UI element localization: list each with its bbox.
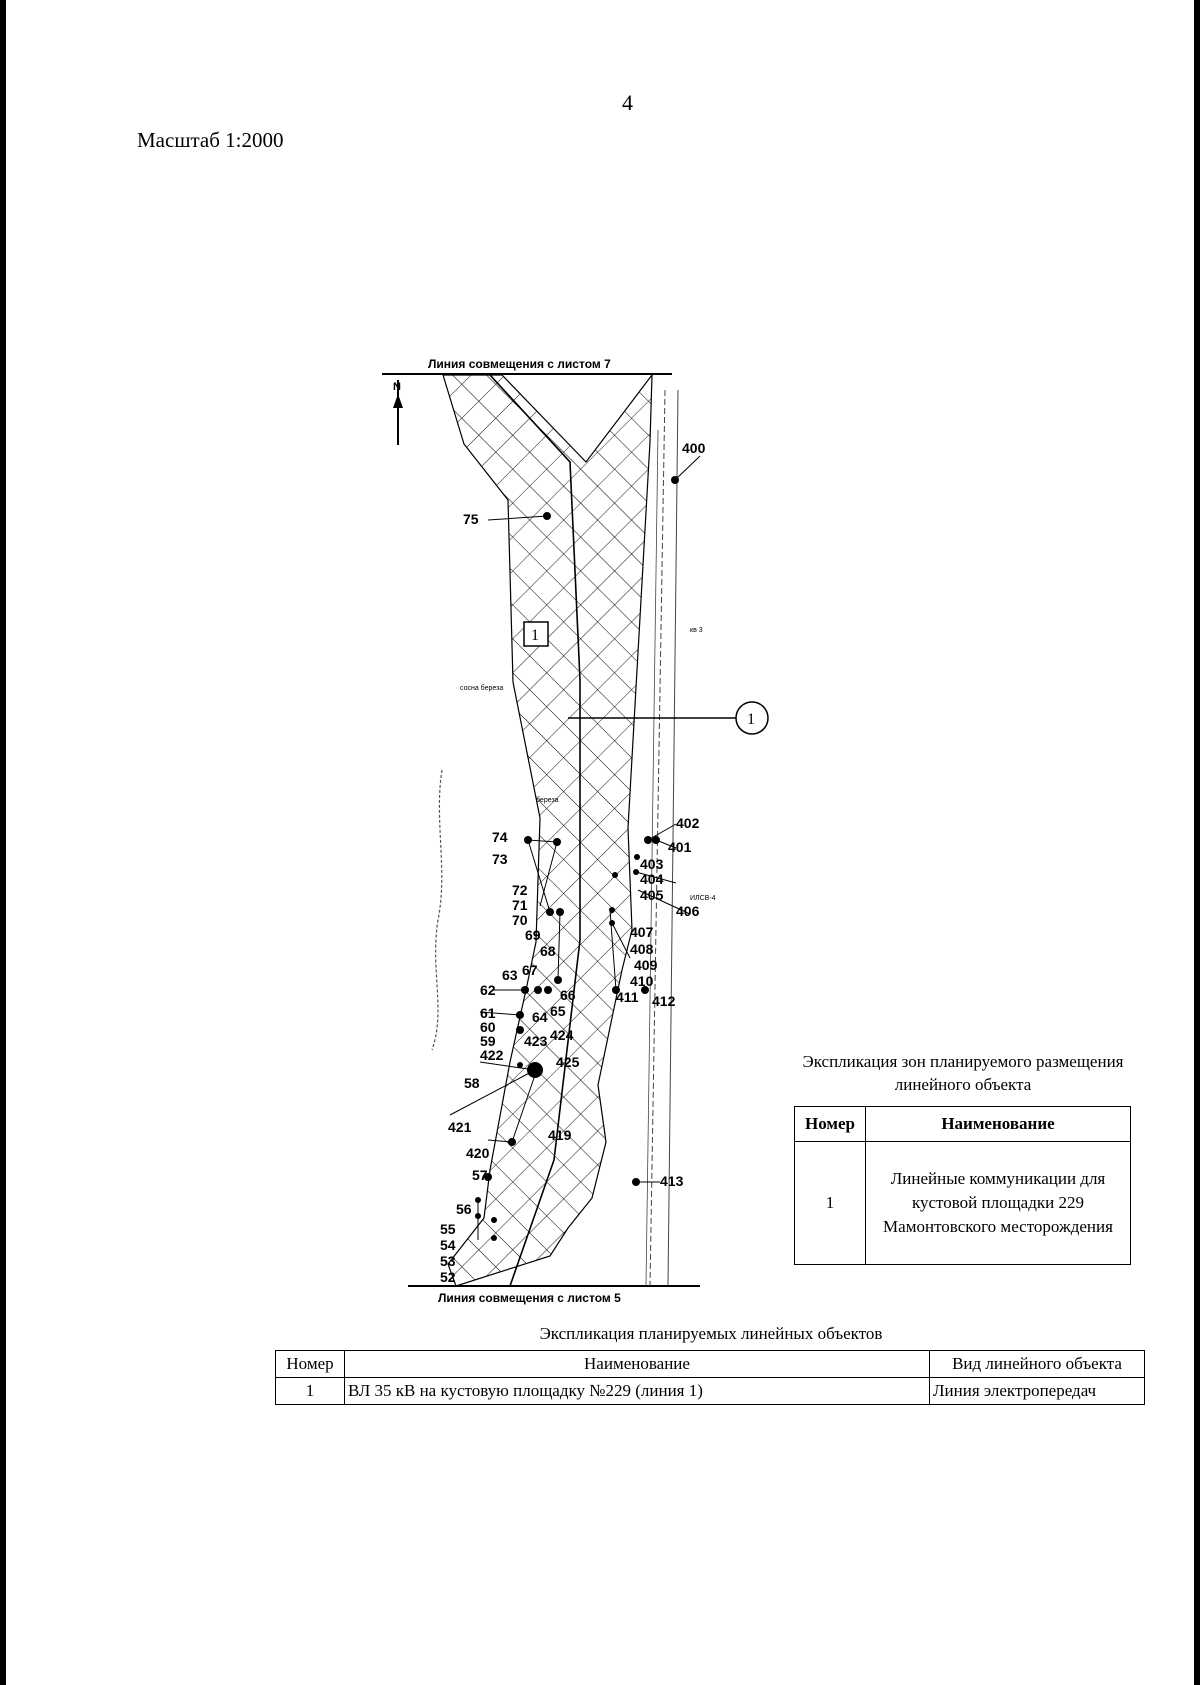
zone-label: 1: [531, 627, 539, 644]
point-label: 423: [524, 1033, 548, 1049]
point-label: 75: [463, 511, 479, 527]
objects-header-name: Наименование: [344, 1350, 930, 1378]
zones-header-number: Номер: [794, 1106, 866, 1142]
point-label: 61: [480, 1005, 496, 1021]
zones-header-name: Наименование: [865, 1106, 1131, 1142]
zones-table: Номер Наименование 1 Линейные коммуникац…: [794, 1106, 1131, 1265]
point-label: 424: [550, 1027, 574, 1043]
scan-edge-right: [1194, 0, 1200, 1685]
point-label: 60: [480, 1019, 496, 1035]
point-label: 405: [640, 887, 664, 903]
point-label: 421: [448, 1119, 472, 1135]
vegetation-note: береза: [536, 796, 559, 804]
point-label: 400: [682, 440, 706, 456]
point-label: 70: [512, 912, 528, 928]
point-label: 56: [456, 1201, 472, 1217]
point-label: 403: [640, 856, 664, 872]
point-label: 53: [440, 1253, 456, 1269]
zones-table-title: Экспликация зон планируемого размещения …: [802, 1052, 1124, 1094]
point-label: 68: [540, 943, 556, 959]
point-label: 413: [660, 1173, 684, 1189]
zone-centerline: [489, 374, 581, 1287]
point-label: 420: [466, 1145, 490, 1161]
table-row: 1 Линейные коммуникации для кустовой пло…: [794, 1141, 1131, 1265]
scale-label: Масштаб 1:2000: [137, 128, 284, 152]
point-label: 406: [676, 903, 700, 919]
point-label: 402: [676, 815, 700, 831]
zones-row-name: Линейные коммуникации для кустовой площа…: [865, 1141, 1131, 1265]
point-label: 52: [440, 1269, 456, 1285]
leader-lines: [449, 455, 701, 1240]
point-label: 64: [532, 1009, 548, 1025]
point-label: 54: [440, 1237, 456, 1253]
zone-area: [442, 373, 653, 1287]
vegetation-note: сосна береза: [460, 684, 503, 692]
point-label: 69: [525, 927, 541, 943]
point-label: 425: [556, 1054, 580, 1070]
zone-map: Линия совмещения с листом 7 Линия совмещ…: [382, 357, 769, 1305]
objects-table-title: Экспликация планируемых линейных объекто…: [539, 1324, 883, 1343]
forest-block-note: кв 3: [690, 627, 703, 634]
point-labels: 400 75 402 401 403 404 405 406 407 408 4…: [440, 440, 706, 1285]
page-number: 4: [622, 90, 633, 115]
structure-note: ИЛСВ-4: [690, 895, 716, 902]
top-caption: Линия совмещения с листом 7: [428, 357, 611, 371]
point-label: 410: [630, 973, 654, 989]
point-label: 57: [472, 1167, 488, 1183]
object-callout-circle: [735, 701, 769, 735]
point-label: 65: [550, 1003, 566, 1019]
point-label: 63: [502, 967, 518, 983]
point-label: 407: [630, 924, 654, 940]
point-label: 71: [512, 897, 528, 913]
zone-label-box: [523, 621, 549, 647]
point-label: 401: [668, 839, 692, 855]
road-line-3: [645, 429, 659, 1287]
table-row: 1 ВЛ 35 кВ на кустовую площадку №229 (ли…: [275, 1377, 1145, 1405]
north-arrow-icon: N: [393, 380, 403, 445]
objects-table: Номер Наименование Вид линейного объекта…: [275, 1350, 1145, 1405]
scan-edge-left: [0, 0, 6, 1685]
point-label: 411: [616, 989, 639, 1005]
bottom-caption: Линия совмещения с листом 5: [438, 1291, 621, 1305]
point-label: 73: [492, 851, 508, 867]
point-label: 62: [480, 982, 496, 998]
road-line-1: [649, 389, 666, 1287]
road-line-2: [667, 389, 679, 1287]
point-label: 67: [522, 962, 538, 978]
point-label: 419: [548, 1127, 572, 1143]
point-label: 55: [440, 1221, 456, 1237]
objects-row-number: 1: [275, 1377, 345, 1405]
point-label: 74: [492, 829, 508, 845]
point-label: 408: [630, 941, 654, 957]
objects-header-number: Номер: [275, 1350, 345, 1378]
object-callout-label: 1: [747, 711, 755, 728]
north-label: N: [393, 381, 401, 393]
point-label: 422: [480, 1047, 504, 1063]
point-label: 58: [464, 1075, 480, 1091]
objects-row-name: ВЛ 35 кВ на кустовую площадку №229 (лини…: [344, 1377, 930, 1405]
point-label: 72: [512, 882, 528, 898]
objects-row-type: Линия электропередач: [929, 1377, 1145, 1405]
zones-row-number: 1: [794, 1141, 866, 1265]
point-label: 66: [560, 987, 576, 1003]
point-label: 409: [634, 957, 658, 973]
point-label: 404: [640, 871, 664, 887]
point-label: 412: [652, 993, 676, 1009]
vegetation-boundary: [431, 769, 443, 1051]
objects-header-type: Вид линейного объекта: [929, 1350, 1145, 1378]
point-label: 59: [480, 1033, 496, 1049]
